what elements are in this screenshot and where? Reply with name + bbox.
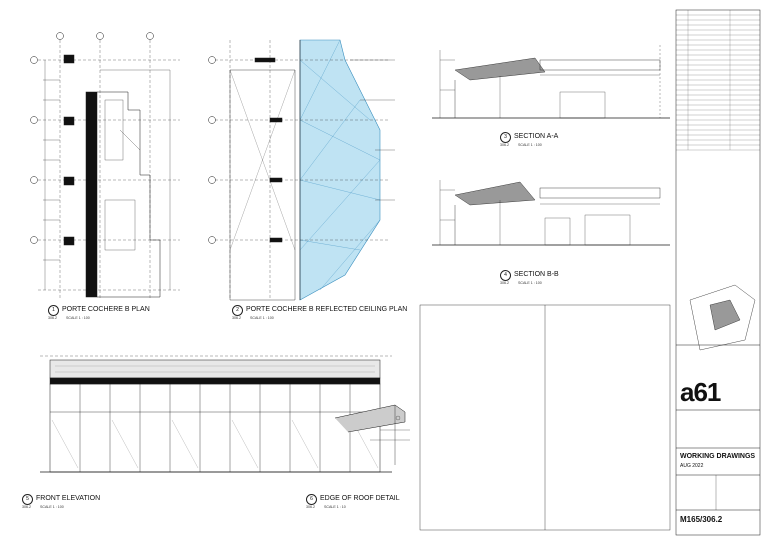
ceiling-plan-drawing	[208, 39, 395, 301]
notes-frame	[419, 304, 671, 531]
view-sheet-ref: 306.2	[500, 281, 509, 285]
view-sheet-ref: 306.2	[500, 143, 509, 147]
view-sheet-ref: 306.2	[232, 316, 241, 320]
view-title: PORTE COCHERE B REFLECTED CEILING PLAN	[246, 306, 408, 313]
view-scale: SCALE 1 : 10	[324, 505, 346, 509]
firm-logo: a61	[680, 377, 721, 407]
view-title: SECTION B-B	[514, 271, 559, 278]
view-sheet-ref: 306.2	[22, 505, 31, 509]
title-block-frame	[675, 9, 761, 536]
view-scale: SCALE 1 : 100	[250, 316, 274, 320]
view-sheet-ref: 306.2	[48, 316, 57, 320]
front-elevation-drawing	[40, 355, 392, 473]
drawing-number: M165/306.2	[680, 515, 723, 524]
view-title: FRONT ELEVATION	[36, 495, 101, 502]
section-a-drawing	[432, 45, 670, 119]
view-title: PORTE COCHERE B PLAN	[62, 306, 150, 313]
view-number: 4	[500, 270, 511, 281]
view-number: 2	[232, 305, 243, 316]
drawing-date: AUG 2022	[680, 463, 704, 469]
key-plan	[689, 284, 756, 351]
section-b-drawing	[432, 180, 670, 246]
view-number: 3	[500, 132, 511, 143]
view-number: 6	[306, 494, 317, 505]
drawing-status: WORKING DRAWINGS	[680, 453, 756, 460]
view-scale: SCALE 1 : 100	[40, 505, 64, 509]
view-title: EDGE OF ROOF DETAIL	[320, 495, 400, 502]
view-sheet-ref: 306.2	[306, 505, 315, 509]
view-number: 5	[22, 494, 33, 505]
view-number: 1	[48, 305, 59, 316]
view-scale: SCALE 1 : 100	[518, 143, 542, 147]
plan-view-drawing	[30, 32, 180, 300]
view-title: SECTION A-A	[514, 133, 559, 140]
view-scale: SCALE 1 : 100	[66, 316, 90, 320]
roof-detail-drawing	[334, 404, 410, 465]
view-scale: SCALE 1 : 100	[518, 281, 542, 285]
